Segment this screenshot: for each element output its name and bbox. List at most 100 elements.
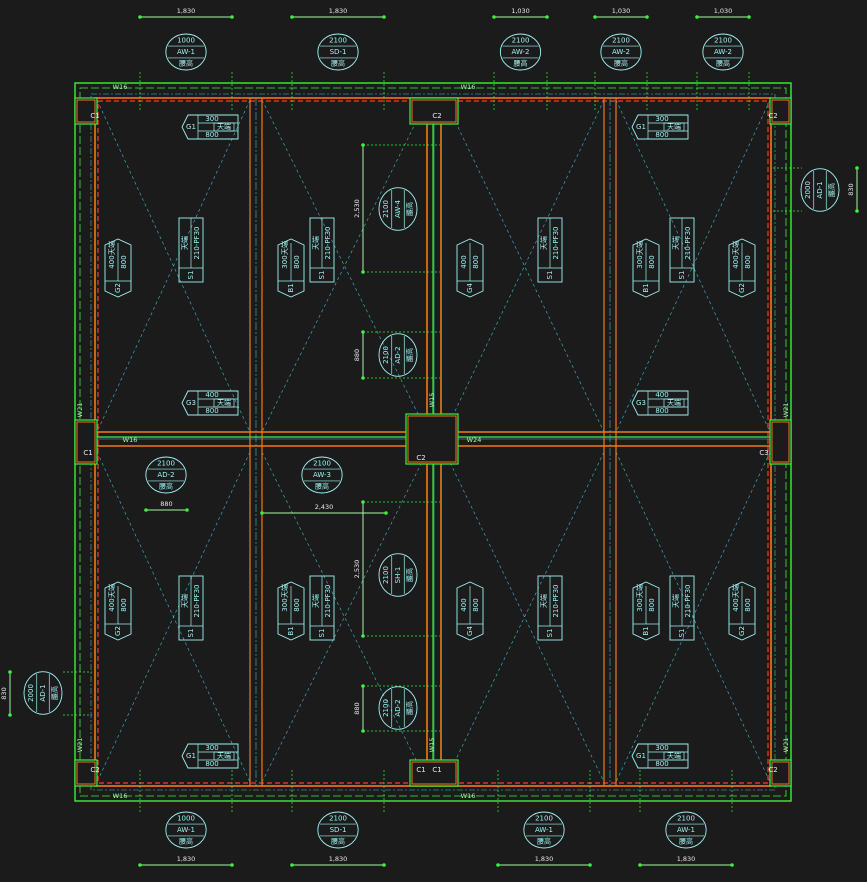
opening-code: AW-3 (313, 471, 331, 479)
girder-size: 300 (281, 255, 289, 268)
column-box (769, 759, 792, 787)
girder-tag-outline (181, 743, 239, 769)
column-box (74, 759, 98, 787)
opening-code: AW-4 (394, 199, 402, 218)
dimension-value: 1,830 (535, 855, 554, 863)
wall-label: W16 (461, 792, 476, 800)
slab-spec: 210-PF30 (324, 226, 332, 259)
dimension-value: 1,830 (677, 855, 696, 863)
column-box-inner (771, 761, 790, 785)
wall-label: W21 (782, 738, 790, 753)
wall-label: W16 (123, 436, 138, 444)
column-box-inner (76, 99, 96, 123)
girder-code: B1 (287, 283, 295, 292)
opening-note: 腰高 (405, 568, 414, 582)
girder-tag-note-box (663, 122, 685, 132)
girder-note: 天端 (731, 584, 740, 598)
opening-code: SD-1 (330, 48, 347, 56)
slab-code: S1 (678, 629, 686, 638)
girder-depth: 800 (120, 598, 128, 611)
opening-note: 腰高 (405, 701, 414, 715)
opening-height: 1000 (177, 815, 195, 823)
opening-note: 腰高 (179, 836, 193, 845)
dimension-value: 1,830 (329, 7, 348, 15)
girder-tag-note-box (213, 398, 235, 408)
diagonal-line (261, 99, 428, 433)
dimension-tick (185, 508, 189, 512)
dimension-tick (855, 209, 859, 213)
girder-size: 400 (655, 391, 668, 399)
opening-code: AW-1 (677, 826, 695, 834)
slab-spec: 210-PF30 (324, 584, 332, 617)
opening-height: 2100 (329, 37, 347, 45)
slab-code: S1 (187, 629, 195, 638)
bubble-circle (378, 686, 418, 730)
opening-note: 腰高 (716, 58, 730, 67)
dimension-value: 1,830 (177, 855, 196, 863)
bubble-circle (702, 33, 744, 71)
girder-size: 300 (205, 744, 218, 752)
column-label: C1 (432, 766, 441, 774)
dimension-value: 1,030 (714, 7, 733, 15)
opening-height: 1000 (177, 37, 195, 45)
dimension-value: 2,530 (353, 199, 361, 218)
opening-height: 2100 (157, 460, 175, 468)
wall-label: W21 (76, 738, 84, 753)
girder-depth: 800 (205, 407, 218, 415)
opening-code: AW-2 (511, 48, 529, 56)
walls (74, 82, 792, 802)
girder-depth: 800 (472, 255, 480, 268)
dimension-tick (593, 15, 597, 19)
opening-height: 2100 (714, 37, 732, 45)
dimension-value: 830 (847, 183, 855, 195)
opening-height: 2000 (27, 684, 35, 702)
girder-tag-outline (181, 390, 239, 416)
wall-label: W21 (76, 403, 84, 418)
opening-note: 腰高 (315, 481, 329, 490)
opening-note: 腰高 (405, 202, 414, 216)
bubble-circle (165, 33, 207, 71)
bubble-circle (23, 671, 63, 715)
bubble-circle (378, 187, 418, 231)
dimension-value: 1,030 (511, 7, 530, 15)
girder-tag-outline (277, 581, 305, 641)
slab-note: 天端 (671, 594, 680, 608)
girder-note: 天端 (107, 241, 116, 255)
girder-tag-outline (728, 238, 756, 298)
slab-code: S1 (546, 271, 554, 280)
opening-code: AD-1 (39, 684, 47, 701)
girder-note: 天端 (667, 751, 681, 760)
dimension-tick (588, 863, 592, 867)
column-box-inner (411, 99, 457, 123)
girder-tag-outline (631, 743, 689, 769)
column-label: C1 (90, 112, 99, 120)
wall-label: W15 (428, 738, 436, 753)
dimension-tick (382, 15, 386, 19)
opening-code: AW-1 (535, 826, 553, 834)
opening-height: 2100 (612, 37, 630, 45)
dimension-tick (290, 15, 294, 19)
column-box (405, 413, 459, 465)
opening-height: 2100 (382, 346, 390, 364)
dimension-tick (730, 863, 734, 867)
opening-code: AD-1 (816, 181, 824, 198)
girder-depth: 800 (293, 255, 301, 268)
dimension-value: 880 (353, 349, 361, 361)
opening-height: 2100 (313, 460, 331, 468)
girder-size: 300 (636, 598, 644, 611)
